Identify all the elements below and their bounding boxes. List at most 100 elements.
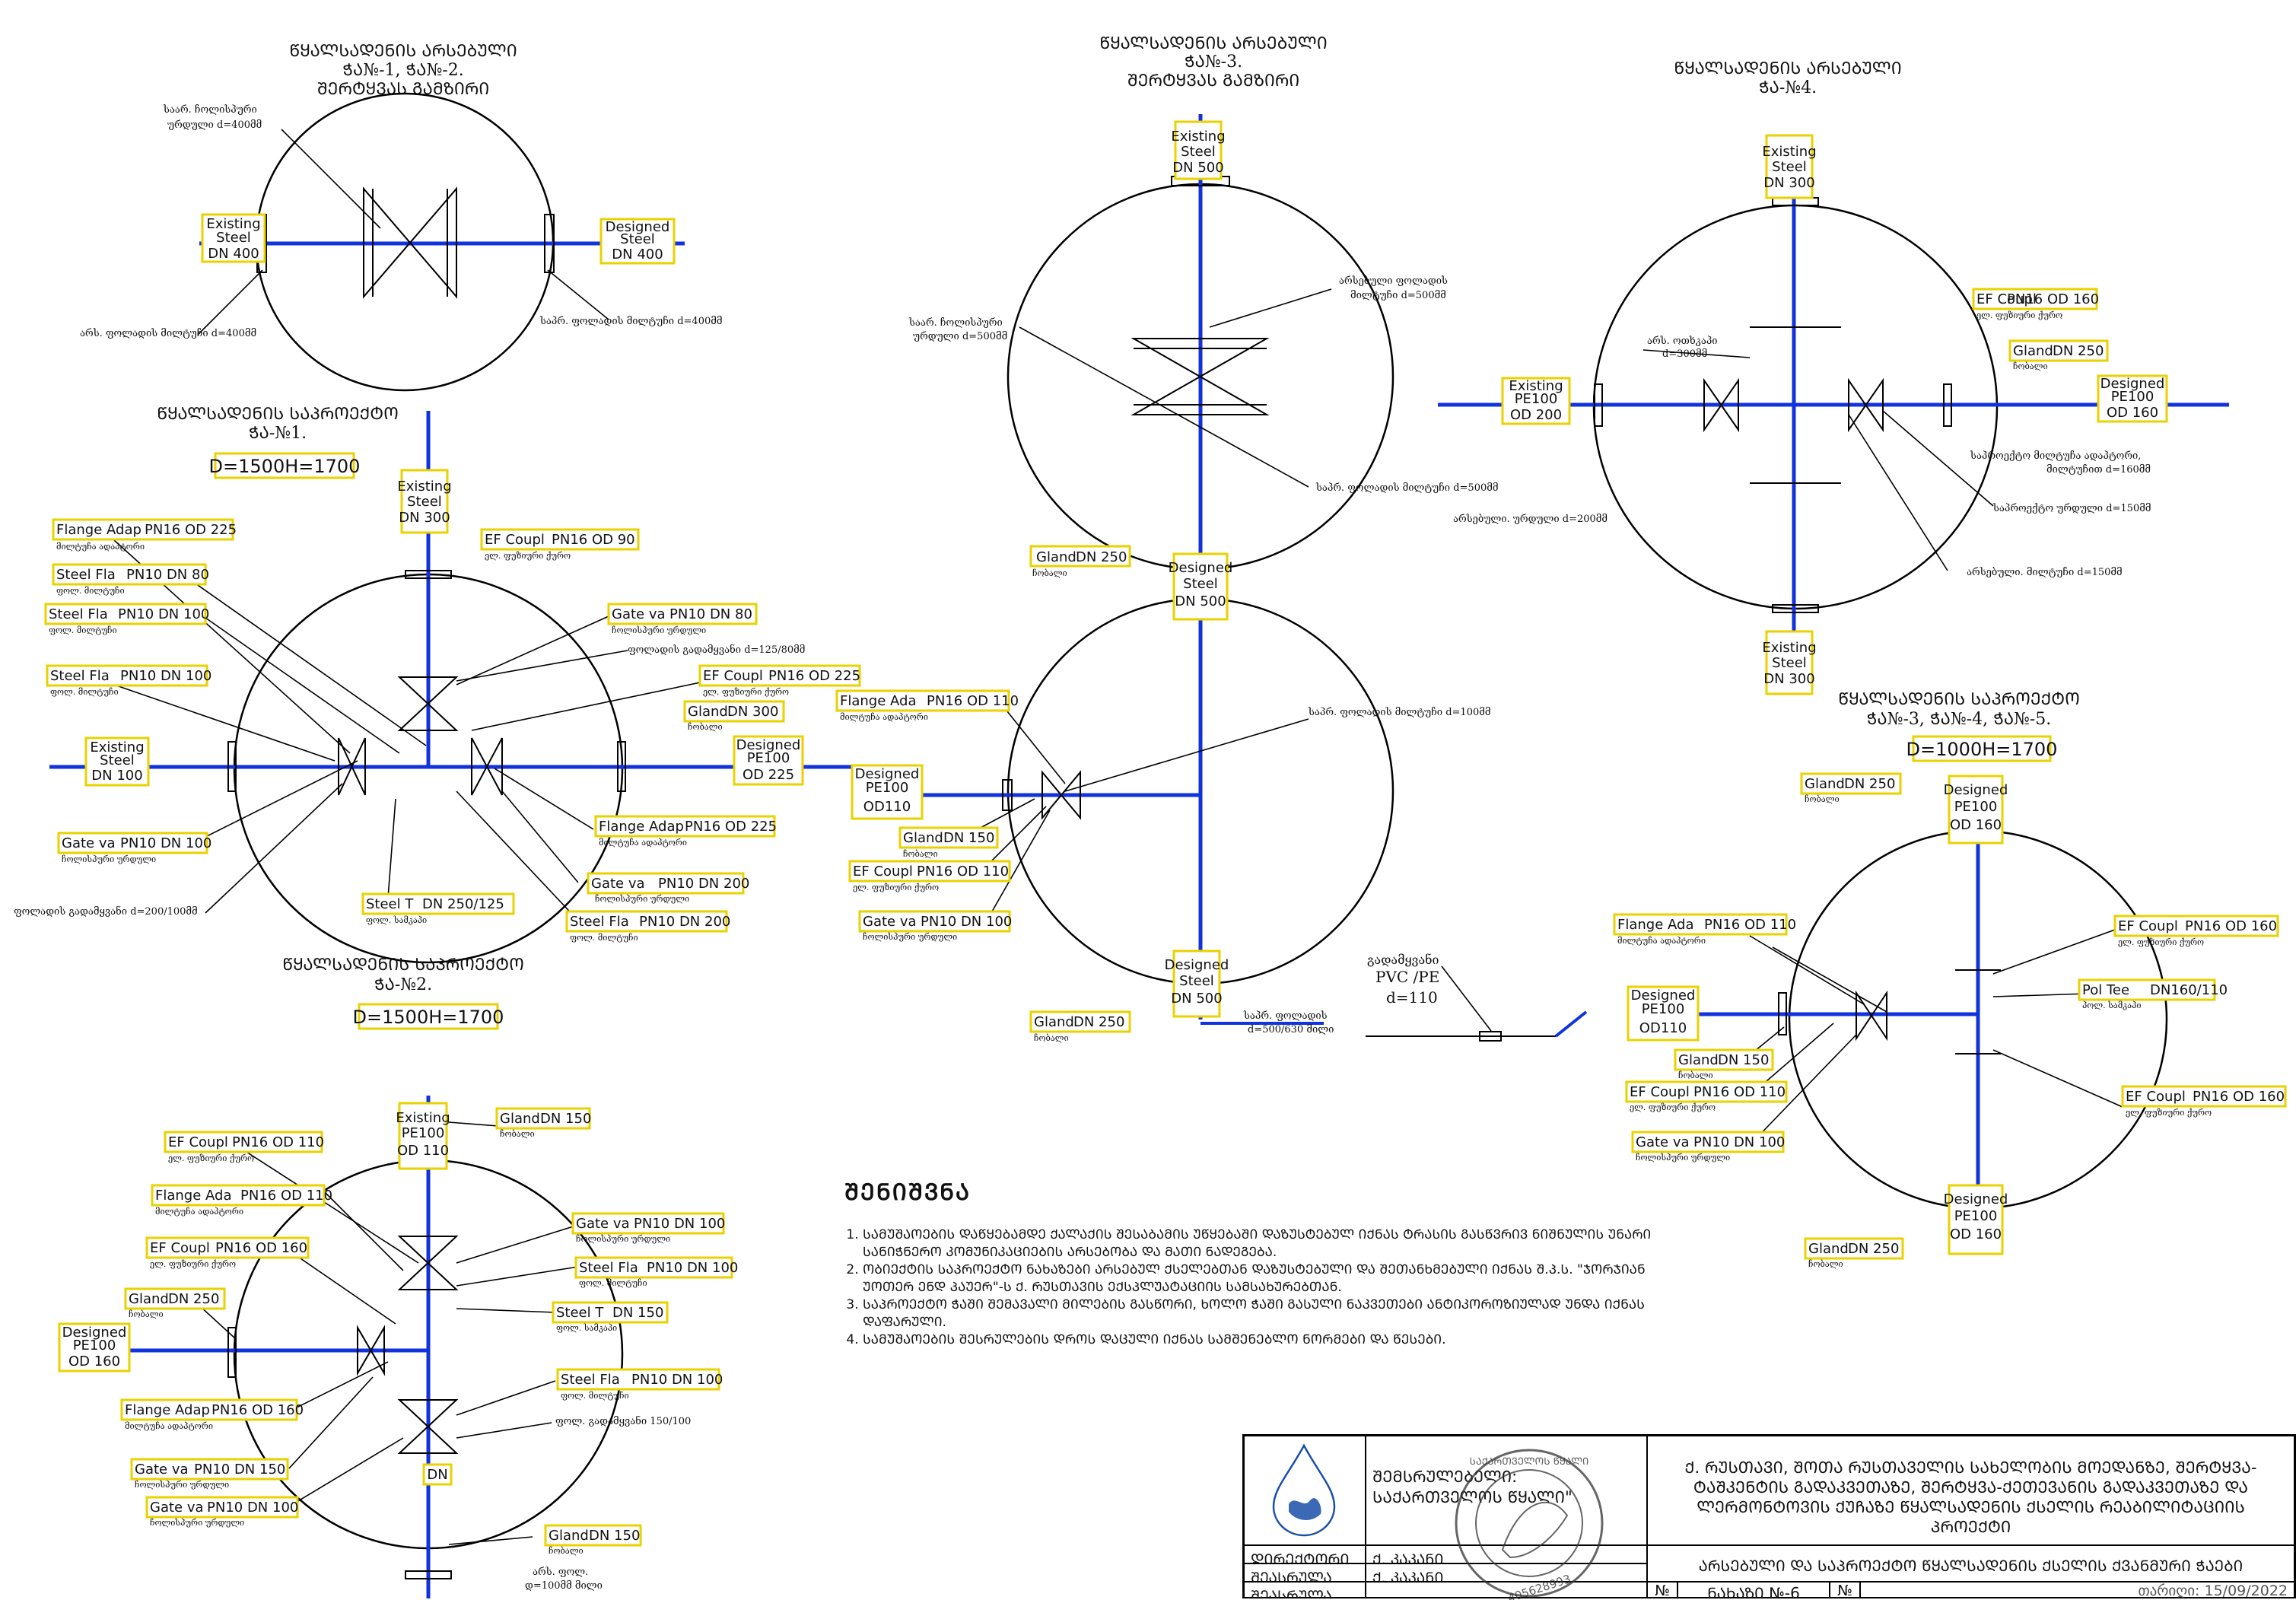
svg-text:OD 160: OD 160 bbox=[1950, 1226, 2002, 1242]
svg-text:მილტუჩა ადაპტორი: მილტუჩა ადაპტორი bbox=[155, 1207, 243, 1217]
vault-2-existing: ᲬᲧᲐᲚᲡᲐᲓᲔᲜᲘᲡ ᲐᲠᲡᲔᲑᲣᲚᲘ ᲭᲐ№-3. ᲨᲔᲠᲢᲧᲕᲐᲡ ᲒᲐᲛ… bbox=[908, 34, 1498, 1019]
svg-text:ჩობალი: ჩობალი bbox=[903, 849, 938, 859]
water-drop-logo-icon bbox=[1272, 1443, 1336, 1537]
label-flange-adap-od160-v5: Flange Adap PN16 OD 160 მილტუჩა ადაპტორი bbox=[120, 1398, 304, 1431]
label-steel-tee-250-125: Steel T DN 250/125 ფოლ. სამკაპი bbox=[361, 892, 515, 925]
label-designed-pe100-od160: Designed PE100 OD 160 bbox=[2097, 374, 2168, 423]
svg-text:PE100: PE100 bbox=[1954, 1208, 1998, 1224]
svg-text:Existing: Existing bbox=[1509, 378, 1563, 394]
svg-text:Flange Ada: Flange Ada bbox=[155, 1188, 231, 1204]
svg-text:EF Coupl: EF Coupl bbox=[168, 1134, 228, 1150]
svg-text:Existing: Existing bbox=[1171, 129, 1225, 145]
svg-text:EF Coupl: EF Coupl bbox=[2118, 918, 2178, 934]
vault-2-title-line2: ᲭᲐ№-3. bbox=[1185, 52, 1242, 72]
vault-3-designed-center: საპრ. ფოლადის მილტუჩი d=100მმ Designed S… bbox=[835, 552, 1490, 1043]
v1-note-left-bottom: არს. ფოლადის მილტუჩი d=400მმ bbox=[80, 328, 256, 339]
svg-text:PN10 DN 150: PN10 DN 150 bbox=[194, 1462, 285, 1478]
svg-text:DN 250: DN 250 bbox=[1844, 776, 1895, 792]
label-ef-coupl-od160-v6b: EF Coupl PN16 OD 160 ელ. ფუზიური ქურო bbox=[2121, 1085, 2287, 1118]
v2-note-right-bottom: საპრ. ფოლადის მილტუჩი d=500მმ bbox=[1315, 482, 1498, 494]
svg-text:Steel Fla: Steel Fla bbox=[579, 1260, 638, 1276]
vault-3-title-line2: ᲭᲐ-№4. bbox=[1759, 78, 1817, 97]
svg-text:Gland: Gland bbox=[1678, 1052, 1719, 1068]
svg-text:Designed: Designed bbox=[2100, 376, 2165, 392]
svg-text:Gland: Gland bbox=[1036, 549, 1076, 565]
svg-text:Gate va: Gate va bbox=[62, 835, 116, 851]
vault-4-valve-right bbox=[471, 737, 503, 796]
label-existing-pe100-od110: Existing PE100 OD 110 bbox=[396, 1102, 450, 1170]
svg-text:ჩობალი: ჩობალი bbox=[500, 1129, 535, 1139]
pvc-adapter: გადამყვანი PVC /PE d=110 bbox=[1366, 953, 1588, 1042]
role-author-cell: ᲨᲔᲐᲡᲠᲣᲚᲐ bbox=[1244, 1563, 1366, 1582]
svg-text:Existing: Existing bbox=[1762, 144, 1816, 160]
label-gland-dn250-center-bottom: Gland DN 250 ჩობალი bbox=[1029, 1010, 1131, 1043]
label-gland-dn300: Gland DN 300 ჩობალი bbox=[683, 700, 785, 732]
svg-text:Steel: Steel bbox=[100, 752, 135, 768]
svg-text:ფოლ. მილტუჩი: ფოლ. მილტუჩი bbox=[561, 1391, 629, 1401]
svg-text:EF Coupl: EF Coupl bbox=[1976, 291, 2037, 307]
label-gland-dn150-v5-top: Gland DN 150 ჩობალი bbox=[495, 1107, 591, 1139]
drawing-title-cell: ᲐᲠᲡᲔᲑᲣᲚᲘ ᲓᲐ ᲡᲐᲞᲠᲝᲔᲥᲢᲝ ᲬᲧᲐᲚᲡᲐᲓᲔᲜᲘᲡ ᲥᲡᲔᲚᲘᲡ… bbox=[1647, 1545, 2294, 1582]
label-designed-pe100-od160-v6-top: Designed PE100 OD 160 bbox=[1944, 775, 2008, 845]
svg-text:DN 400: DN 400 bbox=[612, 247, 663, 262]
label-ef-coupl-od90: EF Coupl PN16 OD 90 ელ. ფუზიური ქურო bbox=[480, 528, 640, 561]
label-gland-dn250-v2: Gland DN 250 ჩობალი bbox=[1029, 545, 1131, 578]
svg-text:PN10 DN 100: PN10 DN 100 bbox=[647, 1260, 738, 1276]
legend-title: ᲨᲔᲜᲘᲨᲕᲜᲐ bbox=[844, 1179, 972, 1206]
v4-note-reducer: ფოლადის გადამყვანი d=200/100მმ bbox=[14, 905, 198, 918]
svg-text:PE100: PE100 bbox=[747, 750, 790, 766]
svg-text:ფოლ. სამკაპი: ფოლ. სამკაპი bbox=[556, 1323, 617, 1333]
svg-text:ჩოლისპური ურდული: ჩოლისპური ურდული bbox=[576, 1234, 670, 1244]
seal-stamp-icon: ᲡᲐᲥᲐᲠᲗᲕᲔᲚᲝᲡ ᲬᲧᲐᲚᲘ 405628993 bbox=[1455, 1449, 1604, 1600]
vault-center-valve bbox=[1041, 770, 1081, 820]
svg-text:Steel Fla: Steel Fla bbox=[50, 668, 110, 684]
svg-text:ჩოლისპური ურდული: ჩოლისპური ურდული bbox=[595, 894, 689, 904]
vault-5-title-line1: ᲬᲧᲐᲚᲡᲐᲓᲔᲜᲘᲡ ᲡᲐᲞᲠᲝᲔᲥᲢᲝ bbox=[282, 956, 524, 975]
svg-text:პოლ. სამკაპი: პოლ. სამკაპი bbox=[2082, 1000, 2142, 1010]
vault-4-dimension-box bbox=[214, 452, 355, 479]
svg-text:PE100: PE100 bbox=[1954, 799, 1998, 815]
v2-note-left-1: საარ. ჩოლისპური bbox=[908, 317, 1003, 329]
vault-1-flange-right bbox=[544, 214, 555, 273]
name-director-cell: Ქ. ᲙᲐᲙᲐᲜᲘ bbox=[1366, 1545, 1647, 1563]
vault-6-title-line2: ᲭᲐ№-3, ᲭᲐ№-4, ᲭᲐ№-5. bbox=[1867, 710, 2052, 729]
vault-6-dimension: D=1000H=1700 bbox=[1906, 739, 2058, 760]
vault-4-title-line2: ᲭᲐ-№1. bbox=[249, 424, 307, 443]
date-value: 15/09/2022 bbox=[2204, 1583, 2288, 1598]
svg-text:Pol Tee: Pol Tee bbox=[2082, 982, 2129, 998]
vault-5-title-line2: ᲭᲐ-№2. bbox=[374, 975, 432, 994]
label-ef-coupl-od110-v6: EF Coupl PN16 OD 110 ელ. ფუზიური ქურო bbox=[1625, 1080, 1788, 1112]
name-author: Ქ. ᲙᲐᲙᲐᲜᲘ bbox=[1372, 1570, 1444, 1582]
vault-4-dimension: D=1500H=1700 bbox=[209, 456, 361, 477]
svg-text:DN 250: DN 250 bbox=[1848, 1241, 1899, 1257]
label-existing-steel-dn500: Existing Steel DN 500 bbox=[1171, 120, 1226, 180]
svg-text:Existing: Existing bbox=[1762, 640, 1816, 656]
logo-cell bbox=[1244, 1436, 1366, 1545]
label-steel-fl-dn100-2: Steel Fla PN10 DN 100 ფოლ. მილტუჩი bbox=[46, 664, 211, 697]
svg-text:Designed: Designed bbox=[1944, 1191, 2008, 1207]
v2-note-right-top-1: არსებული ფოლადის bbox=[1339, 275, 1448, 287]
svg-text:PN16 OD 160: PN16 OD 160 bbox=[211, 1402, 304, 1418]
svg-text:Designed: Designed bbox=[736, 737, 801, 753]
organisation-cell: ᲨᲔᲛᲡᲠᲣᲚᲔᲑᲔᲚᲘ: ᲡᲐᲥᲐᲠᲗᲕᲔᲚᲝᲡ ᲬᲧᲐᲚᲘ" bbox=[1366, 1436, 1647, 1545]
vault-2-valve bbox=[1131, 338, 1270, 415]
svg-text:PN10 DN 80: PN10 DN 80 bbox=[126, 567, 209, 583]
svg-text:PN16 OD 225: PN16 OD 225 bbox=[145, 522, 237, 538]
label-designed-pe100-od160-v6-bottom: Designed PE100 OD 160 bbox=[1944, 1184, 2008, 1255]
label-flange-adap-od110-v5: Flange Ada PN16 OD 110 მილტუჩა ადაპტორი bbox=[151, 1184, 332, 1217]
svg-text:Designed: Designed bbox=[1631, 988, 1696, 1004]
svg-text:DN 150: DN 150 bbox=[1718, 1052, 1769, 1068]
title-block: ᲨᲔᲛᲡᲠᲣᲚᲔᲑᲔᲚᲘ: ᲡᲐᲥᲐᲠᲗᲕᲔᲚᲝᲡ ᲬᲧᲐᲚᲘ" Ქ. ᲠᲣᲡᲗ… bbox=[1242, 1434, 2296, 1600]
vault-6-title-line1: ᲬᲧᲐᲚᲡᲐᲓᲔᲜᲘᲡ ᲡᲐᲞᲠᲝᲔᲥᲢᲝ bbox=[1838, 690, 2080, 709]
svg-text:ფოლ. მილტუჩი: ფოლ. მილტუჩი bbox=[570, 933, 638, 943]
svg-text:ფოლ. მილტუჩი: ფოლ. მილტუჩი bbox=[50, 687, 119, 697]
svg-text:PN10 DN 200: PN10 DN 200 bbox=[639, 914, 730, 930]
svg-text:ელ. ფუზიური ქურო: ელ. ფუზიური ქურო bbox=[2118, 937, 2204, 947]
svg-text:ჩობალი: ჩობალი bbox=[1032, 568, 1067, 578]
label-designed-pe100-od110-center: Designed PE100 OD110 bbox=[851, 764, 924, 820]
svg-text:Steel T: Steel T bbox=[556, 1305, 604, 1321]
svg-text:PE100: PE100 bbox=[1515, 391, 1558, 407]
svg-text:DN: DN bbox=[427, 1467, 447, 1483]
vault-4-title-line1: ᲬᲧᲐᲚᲡᲐᲓᲔᲜᲘᲡ ᲡᲐᲞᲠᲝᲔᲥᲢᲝ bbox=[157, 405, 399, 424]
label-existing-steel-dn300-top: Existing Steel DN 300 bbox=[1762, 134, 1817, 199]
